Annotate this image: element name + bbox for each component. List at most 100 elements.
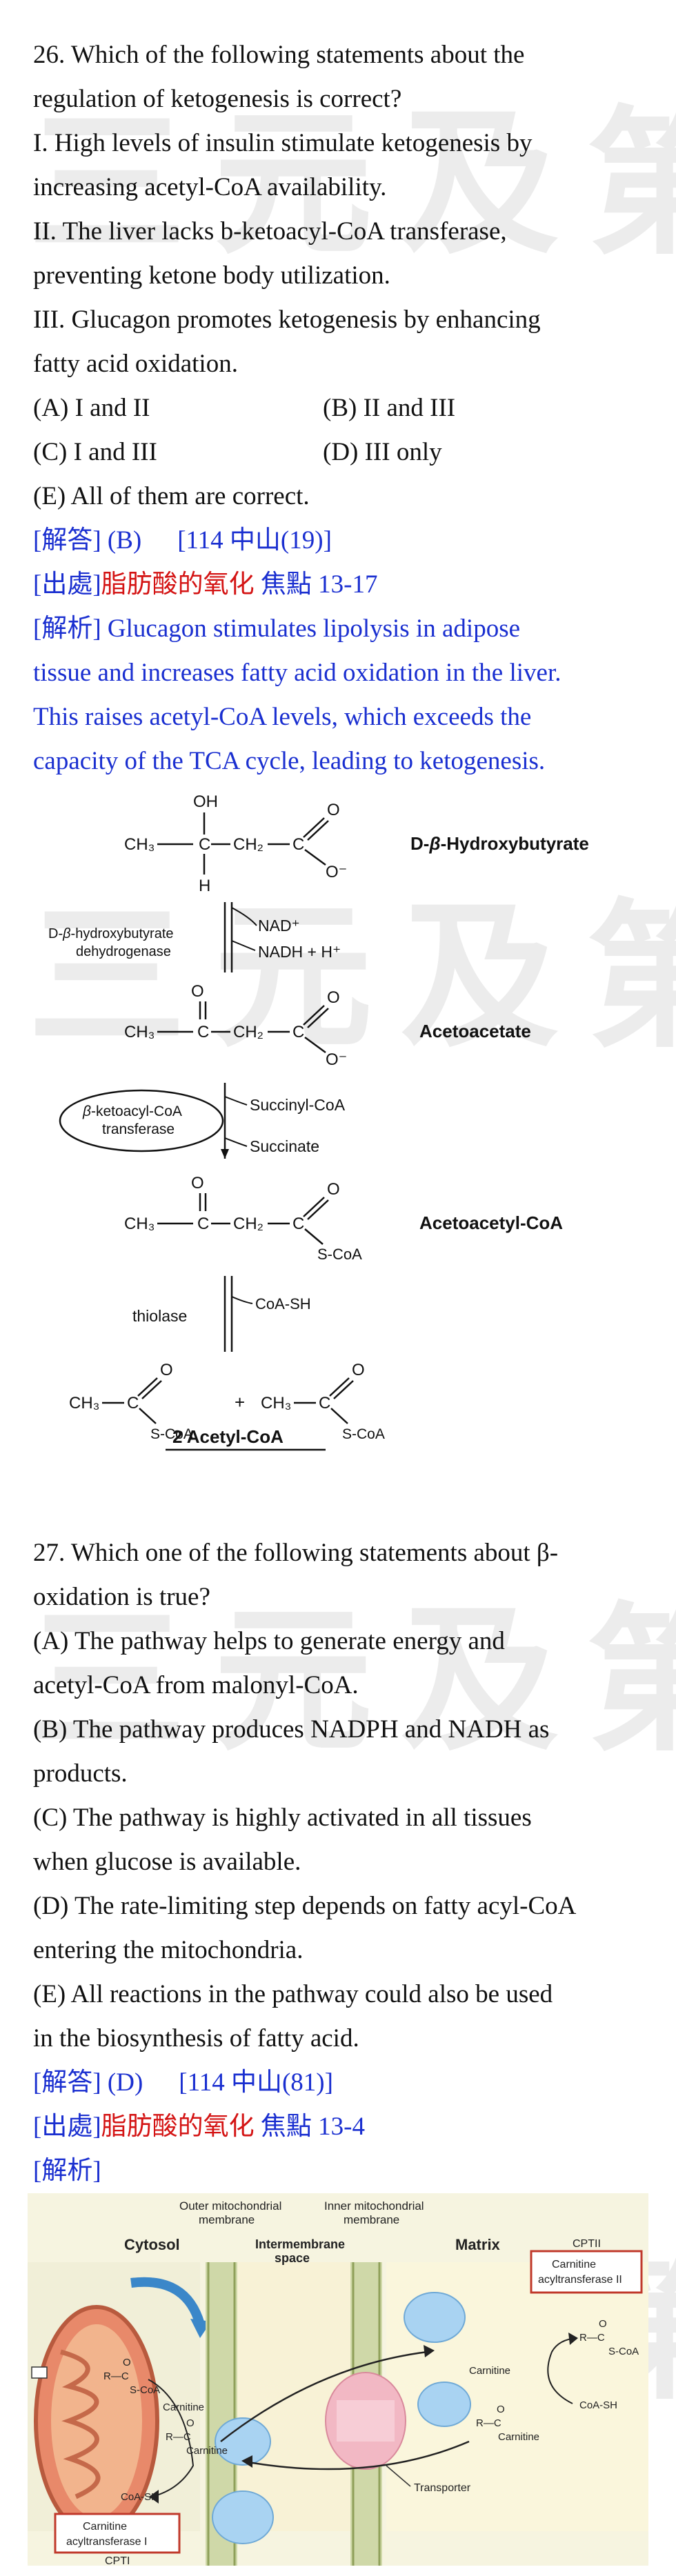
answer-value: (B) [107, 526, 142, 555]
cat1-label: Carnitine [83, 2521, 127, 2533]
q27-option-b: (B) The pathway produces NADPH and NADH … [33, 1715, 550, 1744]
carbon-label: C [127, 1394, 139, 1412]
q26-explanation: This raises acetyl-CoA levels, which exc… [33, 703, 532, 731]
intermembrane-label: Intermembrane [255, 2237, 345, 2251]
q27-stem-line: oxidation is true? [33, 1583, 210, 1611]
acyl-group-label: R—C [166, 2431, 191, 2443]
methyl-label: CH₃ [124, 835, 155, 854]
carbon-label: C [197, 1215, 209, 1233]
cpti-label: CPTI [105, 2555, 130, 2566]
methyl-label: CH₃ [124, 1023, 155, 1041]
thioester-label: S-CoA [150, 1426, 193, 1442]
hydroxyl-label: OH [193, 792, 218, 811]
thioester-label: S-CoA [130, 2384, 160, 2396]
cofactor-nadh: NADH + H⁺ [258, 943, 341, 961]
coproduct-succinate: Succinate [250, 1137, 319, 1155]
outer-membrane-label-line2: membrane [199, 2213, 255, 2226]
methyl-label: CH₃ [261, 1394, 291, 1412]
compound-acetoacetyl-coa: Acetoacetyl-CoA [419, 1212, 563, 1233]
source-point: 焦點 13-17 [260, 570, 378, 599]
carnitine-label: Carnitine [469, 2365, 510, 2377]
q27-option-c: (C) The pathway is highly activated in a… [33, 1804, 532, 1832]
oxygen-label: O [191, 1174, 204, 1192]
q26-answer-line: [解答] (B) [114 中山(19)] [33, 519, 647, 563]
q26-options: (A) I and II (B) II and III (C) I and II… [33, 386, 647, 475]
acyl-carbonyl-label: O [599, 2318, 607, 2330]
methylene-label: CH₂ [233, 835, 264, 854]
enzyme-transferase-line2: transferase [102, 1121, 175, 1137]
acyl-group-label: R—C [476, 2417, 501, 2429]
q26-option-c: (C) I and III [33, 438, 157, 466]
oxygen-label: O [327, 988, 340, 1007]
outer-membrane-label: Outer mitochondrial [179, 2199, 281, 2213]
carbon-label: C [292, 835, 304, 854]
oxygen-label: O [160, 1361, 173, 1379]
inner-membrane-label: Inner mitochondrial [324, 2199, 424, 2213]
q26-explanation: tissue and increases fatty acid oxidatio… [33, 659, 561, 687]
answer-tag: [解答] [33, 526, 101, 555]
source-tag: [出處] [33, 2113, 101, 2141]
answer-value: (D) [107, 2068, 143, 2097]
q27-option-c: when glucose is available. [33, 1848, 301, 1876]
carbon-label: C [319, 1394, 330, 1412]
oxygen-label: O [327, 1180, 340, 1199]
carnitine-shuttle-figure: Outer mitochondrial membrane Inner mitoc… [28, 2193, 648, 2566]
cytosol-label: Cytosol [124, 2236, 180, 2253]
q26-source-line: [出處]脂肪酸的氧化 焦點 13-17 [33, 563, 647, 607]
cofactor-nad: NAD⁺ [258, 917, 300, 935]
intermembrane-label-line2: space [275, 2251, 310, 2265]
thioester-label: S-CoA [317, 1246, 362, 1263]
coash-label: CoA-SH [579, 2399, 617, 2411]
cosubstrate-coash: CoA-SH [255, 1295, 311, 1312]
q26-statement-3: III. Glucagon promotes ketogenesis by en… [33, 306, 541, 334]
answer-tag: [解答] [33, 2068, 101, 2097]
q27-answer-line: [解答] (D) [114 中山(81)] [33, 2061, 647, 2105]
q26-stem-line: regulation of ketogenesis is correct? [33, 85, 402, 113]
hydrogen-label: H [199, 877, 210, 895]
q26-statement-3: fatty acid oxidation. [33, 350, 238, 378]
plus-sign: + [235, 1392, 245, 1412]
exam-reference: [114 中山(19)] [177, 526, 332, 555]
carbon-label: C [197, 1023, 209, 1041]
acyl-group-label: R—C [579, 2332, 605, 2344]
thioester-label: S-CoA [342, 1426, 385, 1442]
acyl-carbonyl-label: O [123, 2357, 131, 2368]
source-point: 焦點 13-4 [260, 2113, 365, 2141]
exam-reference: [114 中山(81)] [179, 2068, 333, 2097]
enzyme-transferase: β-ketoacyl-CoA [82, 1104, 182, 1119]
enzyme-thiolase: thiolase [132, 1307, 187, 1325]
q26-statement-1: increasing acetyl-CoA availability. [33, 173, 387, 201]
cptii-label: CPTII [573, 2238, 601, 2250]
carbon-label: C [292, 1215, 304, 1233]
oxygen-label: O [352, 1361, 365, 1379]
carnitine-label: Carnitine [498, 2431, 539, 2443]
enzyme-bdh-line2: dehydrogenase [76, 944, 171, 959]
methylene-label: CH₂ [233, 1215, 264, 1233]
source-topic: 脂肪酸的氧化 [101, 2113, 255, 2141]
acyl-group-label: R—C [103, 2370, 129, 2382]
q27-option-a: (A) The pathway helps to generate energy… [33, 1627, 505, 1655]
matrix-label: Matrix [455, 2236, 501, 2253]
q27-option-d: entering the mitochondria. [33, 1936, 304, 1964]
q27-option-e: (E) All reactions in the pathway could a… [33, 1980, 553, 2008]
q26-statement-1: I. High levels of insulin stimulate keto… [33, 129, 533, 157]
oxygen-label: O [191, 982, 204, 1001]
carnitine-label: Carnitine [186, 2445, 228, 2457]
q26-explanation: capacity of the TCA cycle, leading to ke… [33, 747, 546, 775]
carbon-label: C [292, 1023, 304, 1041]
source-tag: [出處] [33, 570, 101, 599]
q27-source-line: [出處]脂肪酸的氧化 焦點 13-4 [33, 2105, 647, 2149]
methyl-label: CH₃ [69, 1394, 99, 1412]
carboxylate-label: O⁻ [326, 1050, 347, 1069]
compound-hydroxybutyrate: D-β-Hydroxybutyrate [410, 833, 589, 854]
source-topic: 脂肪酸的氧化 [101, 570, 255, 599]
methyl-label: CH₃ [124, 1215, 155, 1233]
q26-explanation: [解析] Glucagon stimulates lipolysis in ad… [33, 615, 521, 643]
compound-acetoacetate: Acetoacetate [419, 1021, 531, 1041]
transferase-circle [59, 1089, 224, 1152]
q27-option-d: (D) The rate-limiting step depends on fa… [33, 1892, 577, 1920]
cosubstrate-succinyl-coa: Succinyl-CoA [250, 1096, 346, 1114]
q26-option-b: (B) II and III [323, 394, 456, 422]
ketone-body-metabolism-figure: OH CH₃ C CH₂ C H O O⁻ D-β-Hydroxybutyrat… [48, 792, 589, 1451]
q26-option-d: (D) III only [323, 438, 442, 466]
